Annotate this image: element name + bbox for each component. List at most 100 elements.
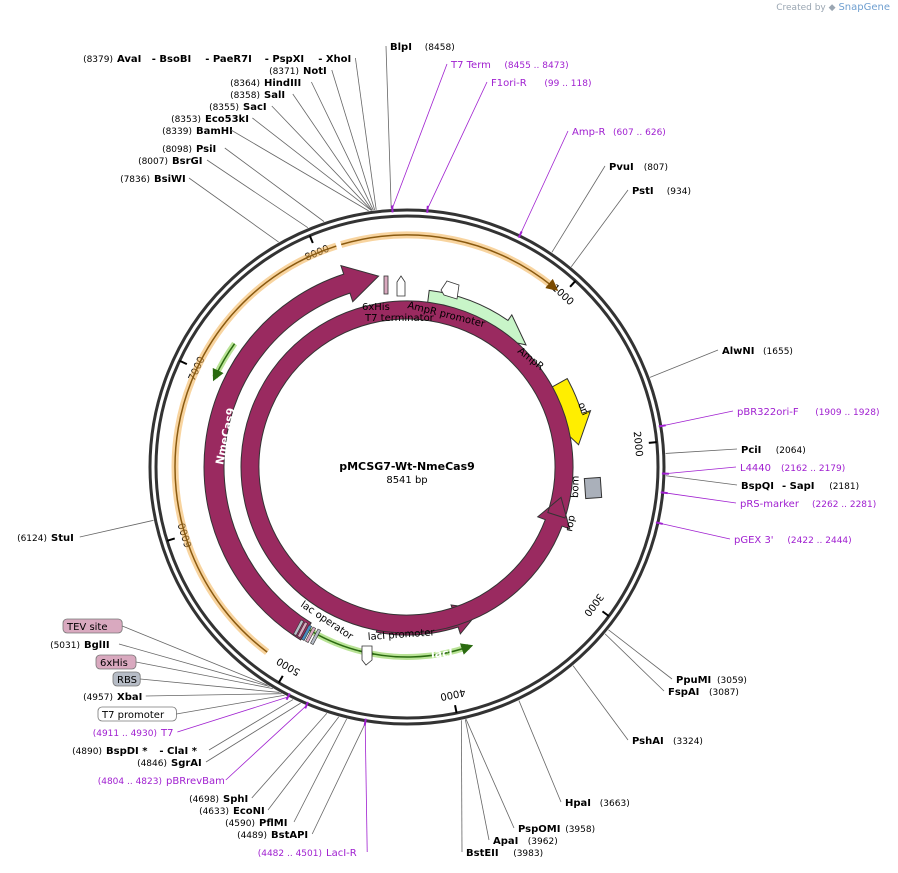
feature-tag-leader — [176, 694, 285, 715]
feature-tag-label: RBS — [117, 675, 137, 686]
site-leader-line — [79, 519, 154, 538]
plasmid-name: pMCSG7-Wt-NmeCas9 — [339, 460, 475, 473]
primer-mark — [517, 231, 523, 239]
tick-mark — [308, 235, 314, 244]
site-leader-line — [230, 129, 369, 212]
site-leader-line — [665, 475, 738, 486]
primer-name: T7 Term — [450, 60, 491, 71]
primer-leader-line — [364, 722, 368, 853]
site-position: (3663) — [600, 799, 630, 809]
primer-position: (4911 .. 4930) — [93, 729, 157, 739]
tick-mark — [179, 359, 188, 366]
site-position: (5031) — [50, 641, 80, 651]
site-leader-line — [665, 448, 738, 454]
site-name: SphI — [223, 794, 248, 805]
site-name: PvuI — [609, 162, 634, 173]
site-leader-line — [311, 722, 366, 835]
site-name: AlwNI — [722, 346, 755, 357]
site-name: HindIII — [264, 78, 301, 89]
nmecas9-arrow — [203, 264, 380, 641]
site-position: (3087) — [709, 688, 739, 698]
credit-prefix: Created by — [776, 3, 826, 13]
site-position: (4890) — [72, 747, 102, 757]
rop-arrow — [240, 300, 574, 634]
primer-mark — [426, 205, 429, 213]
laci-promoter-box — [361, 645, 373, 666]
primer-name: LacI-R — [326, 848, 357, 859]
site-name: SalI — [264, 90, 285, 101]
site-position: (8355) — [209, 103, 239, 113]
site-name: BlpI — [390, 42, 412, 53]
lac-operator-box — [301, 624, 313, 641]
tick-label: 4000 — [439, 686, 466, 702]
site-name: EcoNI — [233, 806, 265, 817]
site-name: BsiWI — [154, 174, 186, 185]
site-position: (3983) — [513, 849, 543, 859]
site-position: (8353) — [171, 115, 201, 125]
primer-name: L4440 — [740, 463, 771, 474]
lac-operator-box — [310, 628, 322, 645]
site-alias: - PspXI — [265, 54, 304, 65]
tick-mark — [601, 610, 610, 617]
primer-position: (2262 .. 2281) — [812, 500, 876, 510]
site-leader-line — [208, 699, 294, 751]
lac-operator-box — [297, 621, 309, 638]
site-position: (4489) — [237, 831, 267, 841]
site-leader-line — [331, 69, 376, 211]
lac-operator-box — [305, 626, 317, 643]
site-alias: - BsoBI — [152, 54, 191, 65]
site-leader-line — [293, 718, 348, 823]
site-name: PsiI — [196, 144, 216, 155]
feature-tag-leader — [140, 678, 280, 693]
feature-tag-label: T7 promoter — [101, 710, 165, 721]
primer-leader-line — [520, 130, 569, 235]
site-name: PshAI — [632, 736, 664, 747]
feature-tag-label: 6xHis — [100, 658, 128, 669]
primer-leader-line — [662, 410, 734, 427]
site-position: (1655) — [763, 347, 793, 357]
primer-mark — [655, 521, 663, 525]
site-leader-line — [267, 716, 340, 811]
primer-leader-line — [427, 81, 488, 209]
primer-mark — [285, 692, 291, 701]
feature-tag-leader — [135, 661, 274, 690]
site-leader-line — [205, 702, 301, 763]
site-name: BsrGI — [172, 156, 202, 167]
primer-leader-line — [659, 522, 731, 540]
green-arc-line — [212, 343, 236, 382]
primer-position: (607 .. 626) — [613, 128, 666, 138]
site-position: (8379) — [83, 55, 113, 65]
site-position: (7836) — [120, 175, 150, 185]
his6-box — [383, 275, 389, 295]
primer-name: F1ori-R — [491, 78, 527, 89]
site-name: ApaI — [493, 836, 518, 847]
bom-label: bom — [570, 476, 582, 499]
plasmid-size: 8541 bp — [386, 475, 427, 486]
site-alias: - XhoI — [318, 54, 351, 65]
primer-mark — [304, 701, 309, 709]
primer-mark — [363, 718, 367, 726]
primer-leader-line — [177, 696, 289, 733]
site-name: StuI — [51, 533, 74, 544]
site-name: BamHI — [196, 126, 233, 137]
primer-position: (4482 .. 4501) — [258, 849, 322, 859]
primer-name: T7 — [160, 728, 173, 739]
site-alias: - ClaI * — [159, 746, 197, 757]
site-leader-line — [460, 720, 463, 853]
primer-position: (99 .. 118) — [544, 79, 591, 89]
site-position: (3324) — [673, 737, 703, 747]
feature-tag-label: TEV site — [66, 622, 108, 633]
site-leader-line — [292, 93, 373, 211]
site-alias: - PaeR7I — [205, 54, 252, 65]
t7-terminator-label: T7 terminator — [364, 313, 435, 324]
site-name: PpuMI — [676, 675, 711, 686]
site-name: PstI — [632, 186, 654, 197]
site-position: (8364) — [230, 79, 260, 89]
laci-arrow-label: lacI — [431, 646, 453, 660]
site-position: (807) — [644, 163, 668, 173]
site-position: (4957) — [83, 693, 113, 703]
site-name: NotI — [303, 66, 327, 77]
site-position: (4590) — [225, 819, 255, 829]
site-leader-line — [252, 117, 372, 211]
